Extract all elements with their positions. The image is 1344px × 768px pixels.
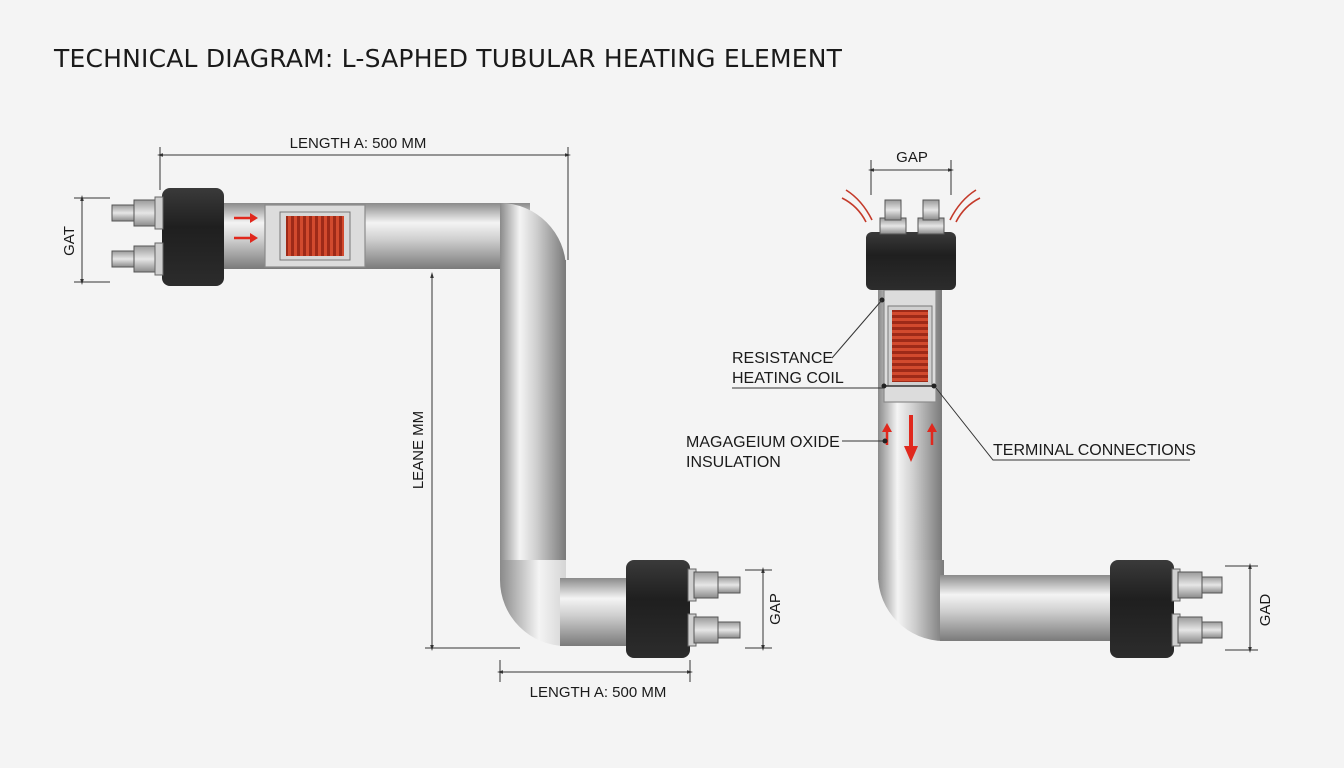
right-top-end-cap	[866, 232, 956, 290]
right-side-end-cap	[1110, 560, 1174, 658]
gap-label-left: GAT	[61, 226, 78, 256]
right-dimensions	[868, 160, 1258, 653]
left-bottom-terminals	[687, 568, 741, 647]
gap-label-left-view-right: GAP	[767, 593, 784, 625]
right-side-terminals	[1171, 568, 1223, 647]
leader-terminals	[935, 387, 1190, 461]
left-resistance-coil	[286, 216, 344, 256]
gap-label-right: GAD	[1257, 594, 1274, 627]
right-elbow	[878, 575, 944, 641]
left-terminals	[111, 196, 164, 276]
gap-label-top: GAP	[896, 149, 928, 166]
dim-label-top: LENGTH A: 500 MM	[290, 135, 427, 152]
right-top-terminals	[879, 199, 945, 235]
dim-label-bottom: LENGTH A: 500 MM	[530, 684, 667, 701]
left-bottom-tube	[560, 578, 630, 646]
left-bottom-end-cap	[626, 560, 690, 658]
left-heat-arrows	[234, 213, 258, 243]
left-vertical-tube	[500, 260, 566, 580]
leader-coil	[831, 299, 883, 359]
callout-coil-line1: RESISTANCE	[732, 350, 833, 367]
right-heating-element	[841, 189, 1223, 658]
callout-coil-line2: HEATING COIL	[732, 370, 844, 387]
right-resistance-coil	[892, 310, 928, 382]
left-dimensions	[74, 147, 772, 682]
left-heating-element	[111, 188, 741, 658]
wire-right	[949, 189, 977, 221]
callout-terminal-connections: TERMINAL CONNECTIONS	[993, 442, 1196, 459]
right-heat-arrows	[882, 415, 937, 462]
callout-leaders	[732, 299, 1190, 461]
wire-left	[845, 189, 873, 221]
left-end-cap	[162, 188, 224, 286]
diagram-title: TECHNICAL DIAGRAM: L-SAPHED TUBULAR HEAT…	[54, 44, 843, 73]
callout-insulation-line1: MAGAGEIUM OXIDE	[686, 434, 840, 451]
dim-label-vertical: LEANE MM	[410, 411, 427, 489]
right-horizontal-tube	[940, 575, 1116, 641]
callout-insulation-line2: INSULATION	[686, 454, 781, 471]
